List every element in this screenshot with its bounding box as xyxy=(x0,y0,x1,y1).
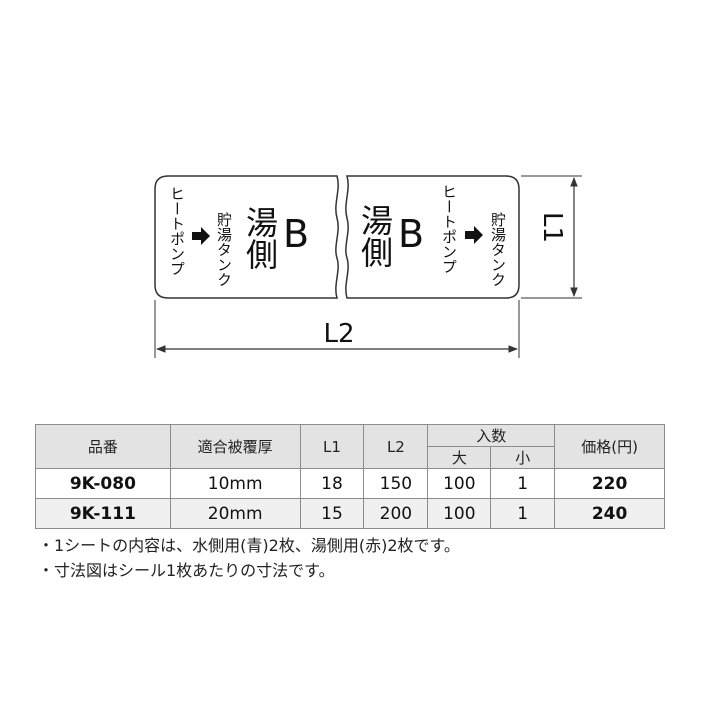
cell-price: 240 xyxy=(554,498,665,529)
l2-label: L2 xyxy=(323,319,354,349)
header-l2: L2 xyxy=(363,424,429,469)
l1-dimension xyxy=(521,175,582,299)
seal-right-half xyxy=(345,175,520,299)
route-arrow-icon xyxy=(190,225,212,247)
header-qty-small: 小 xyxy=(490,446,556,469)
route-to-text: 貯湯タンク xyxy=(489,212,507,287)
cell-qty-small: 1 xyxy=(490,468,556,499)
cell-qty-small: 1 xyxy=(490,498,556,529)
note-sheet-contents: ・1シートの内容は、水側用(青)2枚、湯側用(赤)2枚です。 xyxy=(38,536,460,555)
route-arrow-icon xyxy=(463,224,485,246)
cell-product-no: 9K-111 xyxy=(35,498,171,529)
cell-l2: 200 xyxy=(363,498,429,529)
table-row: 9K-080 10mm 18 150 100 1 220 xyxy=(35,468,665,499)
cell-l1: 18 xyxy=(299,468,365,499)
spec-table: 品番 適合被覆厚 L1 L2 入数 価格(円) 大 小 9K-080 10mm … xyxy=(35,424,665,529)
cell-thickness: 10mm xyxy=(169,468,301,499)
table-row: 9K-111 20mm 15 200 100 1 240 xyxy=(35,498,665,529)
header-thickness: 適合被覆厚 xyxy=(169,424,301,469)
side-name-text: 湯側 xyxy=(356,204,394,268)
header-price: 価格(円) xyxy=(554,424,665,469)
header-product-no: 品番 xyxy=(35,424,171,469)
cell-l1: 15 xyxy=(299,498,365,529)
note-dimension-basis: ・寸法図はシール1枚あたりの寸法です。 xyxy=(38,561,335,580)
route-from-text: ヒートポンプ xyxy=(168,186,186,276)
cell-qty-large: 100 xyxy=(427,468,492,499)
cell-product-no: 9K-080 xyxy=(35,468,171,499)
l1-label: L1 xyxy=(537,212,567,244)
cell-qty-large: 100 xyxy=(427,498,492,529)
letter-text: B xyxy=(283,212,310,256)
cell-price: 220 xyxy=(554,468,665,499)
cell-l2: 150 xyxy=(363,468,429,499)
route-to-text: 貯湯タンク xyxy=(215,212,233,287)
letter-text: B xyxy=(398,212,425,256)
side-name-text: 湯側 xyxy=(241,206,279,270)
seal-dimension-diagram: ヒートポンプ 貯湯タンク 湯側 B 湯側 B ヒートポンプ 貯湯タンク L1 xyxy=(154,175,582,358)
l2-dimension xyxy=(154,300,520,358)
route-from-text: ヒートポンプ xyxy=(440,184,458,274)
header-qty-large: 大 xyxy=(427,446,492,469)
header-l1: L1 xyxy=(299,424,365,469)
cell-thickness: 20mm xyxy=(169,498,301,529)
notes: ・1シートの内容は、水側用(青)2枚、湯側用(赤)2枚です。 ・寸法図はシール1… xyxy=(38,533,460,583)
header-quantity: 入数 xyxy=(427,424,556,447)
seal-left-half xyxy=(154,175,339,299)
